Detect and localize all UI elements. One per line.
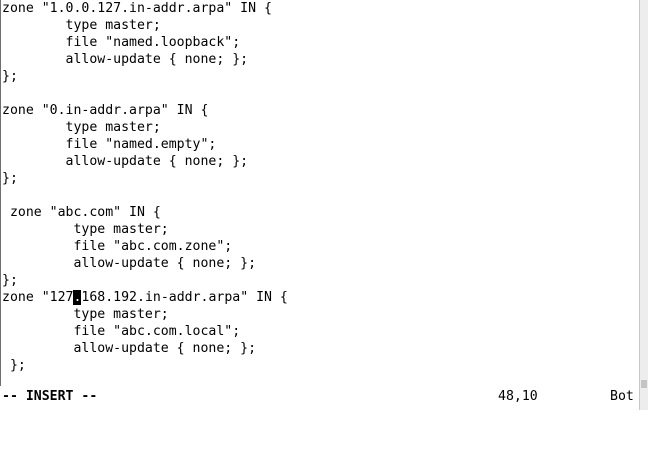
- code-line: };: [2, 273, 18, 288]
- insert-mode-indicator: -- INSERT --: [2, 389, 98, 404]
- window-left-border: [0, 0, 1, 386]
- code-line: zone "abc.com" IN {: [2, 205, 161, 220]
- code-line: type master;: [2, 307, 169, 322]
- scroll-position-indicator: Bot: [610, 389, 634, 404]
- cursor-line-before: zone "127: [2, 290, 74, 305]
- scrollbar-thumb[interactable]: [641, 380, 647, 388]
- code-line: allow-update { none; };: [2, 52, 249, 67]
- code-line: file "abc.com.local";: [2, 324, 241, 339]
- code-line: file "abc.com.zone";: [2, 239, 233, 254]
- code-line: [2, 187, 638, 204]
- code-line: allow-update { none; };: [2, 154, 249, 169]
- code-line: type master;: [2, 222, 169, 237]
- code-line: zone "0.in-addr.arpa" IN {: [2, 103, 209, 118]
- code-line: };: [2, 171, 18, 186]
- code-line: allow-update { none; };: [2, 256, 257, 271]
- code-line: allow-update { none; };: [2, 341, 257, 356]
- text-cursor: .: [73, 290, 82, 305]
- vim-status-line: -- INSERT -- 48,10 Bot: [2, 388, 636, 405]
- cursor-line-after: 168.192.in-addr.arpa" IN {: [81, 290, 288, 305]
- cursor-position: 48,10: [498, 389, 538, 404]
- code-line: type master;: [2, 18, 161, 33]
- vim-editor-buffer[interactable]: zone "1.0.0.127.in-addr.arpa" IN { type …: [2, 0, 638, 386]
- code-line-with-cursor: zone "127.168.192.in-addr.arpa" IN {: [2, 289, 638, 306]
- code-line: zone "1.0.0.127.in-addr.arpa" IN {: [2, 1, 272, 16]
- vertical-scrollbar[interactable]: [639, 0, 648, 410]
- code-line: file "named.empty";: [2, 137, 217, 152]
- code-line: };: [2, 358, 26, 373]
- code-line: };: [2, 69, 18, 84]
- code-line: type master;: [2, 120, 161, 135]
- code-line: [2, 85, 638, 102]
- code-line: file "named.loopback";: [2, 35, 241, 50]
